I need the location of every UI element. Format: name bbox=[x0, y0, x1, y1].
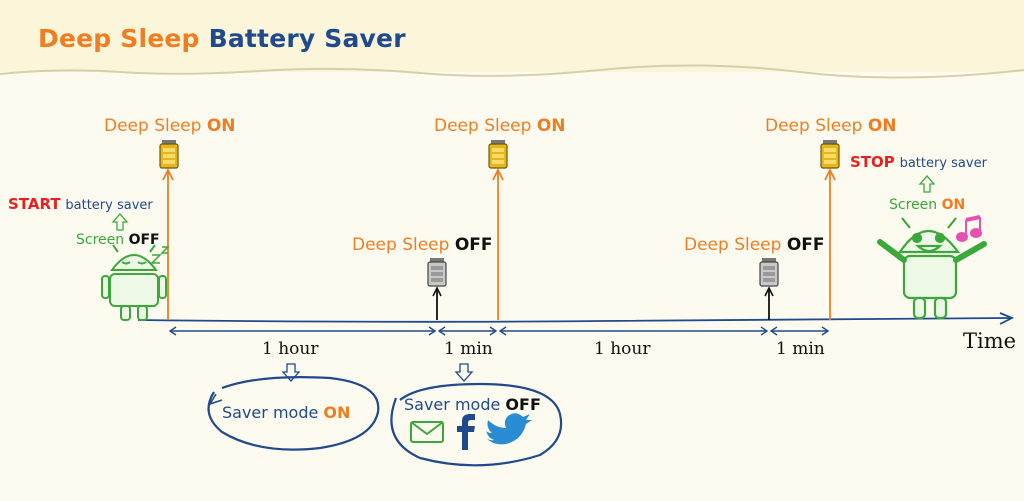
android-sleeping-icon bbox=[101, 244, 167, 321]
mail-icon bbox=[410, 421, 444, 443]
header-divider bbox=[0, 64, 1024, 79]
android-happy-icon bbox=[877, 217, 987, 320]
stop-screen-state: ON bbox=[941, 197, 966, 213]
start-word: START bbox=[8, 195, 61, 213]
duration-brackets bbox=[168, 326, 830, 336]
deep-sleep-off-state: OFF bbox=[786, 235, 825, 255]
deep-sleep-on-state: ON bbox=[867, 116, 897, 136]
deep-sleep-on-marker-2 bbox=[492, 167, 504, 320]
battery-empty-icon bbox=[759, 258, 779, 287]
time-axis-arrowhead bbox=[999, 312, 1015, 325]
header-band bbox=[0, 0, 1024, 72]
deep-sleep-off-label: Deep Sleep OFF bbox=[684, 235, 825, 255]
deep-sleep-off-marker-1 bbox=[432, 286, 442, 320]
page-title: Deep Sleep Battery Saver bbox=[38, 24, 406, 53]
start-label: START battery saver bbox=[8, 195, 153, 213]
start-screen-word: Screen bbox=[76, 232, 125, 248]
deep-sleep-off-text: Deep Sleep bbox=[352, 235, 450, 255]
saver-off-text: Saver mode bbox=[404, 395, 501, 414]
duration-label: 1 min bbox=[444, 339, 493, 359]
duration-label: 1 hour bbox=[262, 339, 319, 359]
deep-sleep-on-marker-1 bbox=[162, 167, 174, 320]
start-screen-label: Screen OFF bbox=[76, 232, 160, 248]
deep-sleep-off-state: OFF bbox=[454, 235, 493, 255]
deep-sleep-on-state: ON bbox=[536, 116, 566, 136]
deep-sleep-on-marker-3 bbox=[824, 167, 836, 320]
stop-rest: battery saver bbox=[899, 156, 987, 171]
stop-label: STOP battery saver bbox=[850, 153, 987, 171]
battery-icon bbox=[820, 140, 840, 169]
battery-empty-icon bbox=[427, 258, 447, 287]
deep-sleep-on-label: Deep Sleep ON bbox=[434, 116, 566, 136]
title-part-1: Deep Sleep bbox=[38, 24, 200, 53]
start-screen-state: OFF bbox=[128, 232, 160, 248]
start-rest: battery saver bbox=[65, 198, 153, 213]
deep-sleep-on-text: Deep Sleep bbox=[104, 116, 202, 136]
arrow-to-saver-off bbox=[454, 363, 474, 382]
title-part-2: Battery Saver bbox=[208, 24, 406, 53]
start-up-arrow bbox=[111, 213, 129, 231]
duration-label: 1 min bbox=[776, 339, 825, 359]
deep-sleep-on-text: Deep Sleep bbox=[765, 116, 863, 136]
deep-sleep-on-state: ON bbox=[206, 116, 236, 136]
time-axis bbox=[137, 317, 1011, 323]
sleep-zzz-icon bbox=[150, 246, 170, 264]
saver-off-state: OFF bbox=[505, 395, 541, 414]
duration-label: 1 hour bbox=[594, 339, 651, 359]
facebook-icon bbox=[457, 414, 475, 450]
saver-on-label: Saver mode ON bbox=[222, 403, 350, 422]
twitter-bird-icon bbox=[486, 413, 532, 445]
battery-icon bbox=[488, 140, 508, 169]
deep-sleep-off-text: Deep Sleep bbox=[684, 235, 782, 255]
stop-up-arrow bbox=[918, 175, 936, 193]
stop-word: STOP bbox=[850, 153, 895, 171]
time-axis-label: Time bbox=[963, 329, 1017, 353]
battery-icon bbox=[159, 140, 179, 169]
saver-on-text: Saver mode bbox=[222, 403, 319, 422]
deep-sleep-on-label: Deep Sleep ON bbox=[765, 116, 897, 136]
deep-sleep-on-label: Deep Sleep ON bbox=[104, 116, 236, 136]
saver-off-bubble bbox=[390, 382, 563, 467]
deep-sleep-on-text: Deep Sleep bbox=[434, 116, 532, 136]
music-note-icon bbox=[956, 215, 982, 242]
deep-sleep-off-marker-2 bbox=[764, 286, 774, 320]
saver-on-bubble bbox=[207, 376, 380, 451]
saver-on-state: ON bbox=[323, 403, 351, 422]
stop-screen-word: Screen bbox=[889, 197, 938, 213]
saver-off-label: Saver mode OFF bbox=[404, 395, 541, 414]
stop-screen-label: Screen ON bbox=[889, 197, 965, 213]
deep-sleep-off-label: Deep Sleep OFF bbox=[352, 235, 493, 255]
